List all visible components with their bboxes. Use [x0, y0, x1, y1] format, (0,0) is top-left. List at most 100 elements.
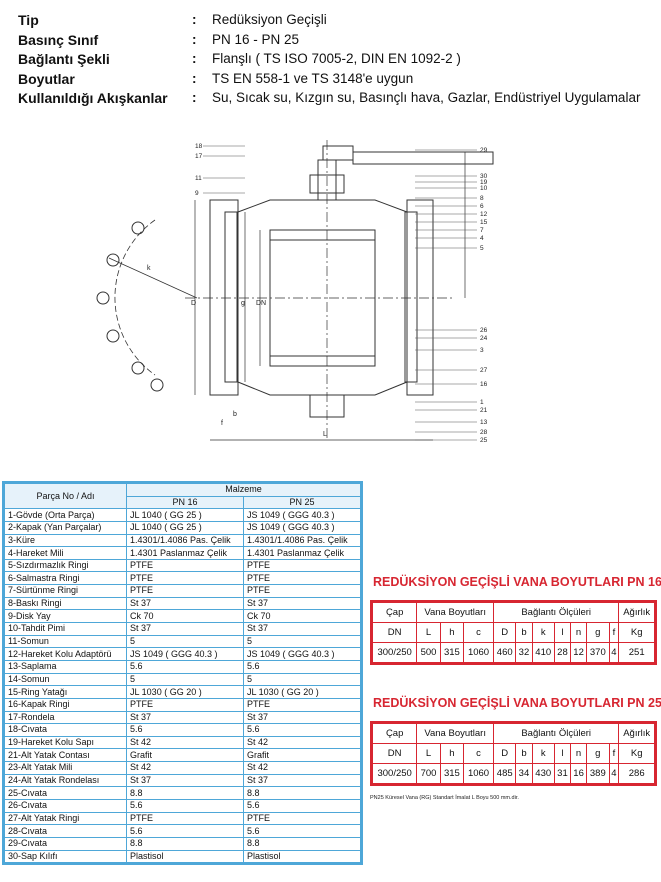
dimension-label: L: [323, 431, 327, 438]
material-pn16: PTFE: [126, 584, 244, 598]
dim-table-title-pn16: REDÜKSİYON GEÇİŞLİ VANA BOYUTLARI PN 16: [373, 575, 661, 589]
dim-value: 34: [515, 763, 533, 784]
material-pn16: JL 1040 ( GG 25 ): [126, 520, 244, 535]
part-name: 6-Salmastra Ringi: [4, 571, 127, 586]
material-pn25: St 37: [243, 773, 361, 788]
col-header: n: [570, 743, 588, 764]
part-name: 13-Saplama: [4, 659, 127, 674]
material-pn16: 5: [126, 672, 244, 687]
dim-value: 430: [531, 763, 555, 784]
part-name: 2-Kapak (Yan Parçalar): [4, 520, 127, 535]
part-name: 28-Cıvata: [4, 824, 127, 838]
material-pn16: St 37: [126, 710, 244, 725]
col-group-vana: Vana Boyutları: [416, 723, 495, 744]
part-name: 17-Rondela: [4, 710, 127, 725]
part-name: 4-Hareket Mili: [4, 546, 127, 560]
part-name: 29-Cıvata: [4, 836, 127, 851]
material-pn25: Grafit: [243, 748, 361, 763]
materials-table: Parça No / Adı Malzeme PN 16 PN 25 1-Göv…: [2, 481, 363, 866]
dim-value: 4: [608, 763, 620, 784]
col-header: n: [570, 622, 588, 643]
dimension-label: f: [221, 420, 223, 427]
col-header: l: [553, 622, 572, 643]
dim-value: 500: [416, 642, 441, 663]
spec-row: Bağlantı Şekli:Flanşlı ( TS ISO 7005-2, …: [18, 51, 648, 71]
dim-value: 286: [618, 763, 655, 784]
material-pn16: JS 1049 ( GGG 40.3 ): [126, 647, 244, 661]
part-name: 5-Sızdırmazlık Ringi: [4, 558, 127, 573]
material-pn16: PTFE: [126, 571, 244, 586]
valve-cross-section-drawing: 1817119293019108612157452624327161211328…: [96, 140, 494, 444]
spec-label: Boyutlar: [18, 70, 75, 87]
material-pn16: PTFE: [126, 558, 244, 573]
spec-colon: :: [192, 70, 197, 86]
col-header: g: [586, 743, 610, 764]
dim-value: 16: [570, 763, 588, 784]
col-header: c: [463, 743, 495, 764]
part-name: 19-Hareket Kolu Sapı: [4, 735, 127, 750]
spec-label: Kullanıldığı Akışkanlar: [18, 90, 168, 106]
callout-label: 27: [480, 367, 488, 374]
material-pn16: St 42: [126, 735, 244, 750]
material-pn16: 5.6: [126, 824, 244, 838]
dimension-label: b: [233, 411, 237, 418]
material-pn16: 1.4301/1.4086 Pas. Çelik: [126, 533, 244, 548]
material-pn25: 8.8: [243, 786, 361, 801]
col-header: b: [515, 622, 533, 643]
col-header: Kg: [618, 622, 655, 643]
material-pn25: Ck 70: [243, 609, 361, 624]
col-header: f: [608, 622, 620, 643]
dim-value: 32: [515, 642, 533, 663]
material-pn16: St 42: [126, 761, 244, 775]
dim-value: 12: [570, 642, 588, 663]
part-name: 8-Baskı Ringi: [4, 596, 127, 611]
col-header: D: [493, 743, 517, 764]
material-pn25: 1.4301/1.4086 Pas. Çelik: [243, 533, 361, 548]
spec-value: PN 16 - PN 25: [212, 31, 300, 47]
callout-label: 12: [480, 211, 488, 218]
pn16-header: PN 16: [126, 495, 244, 510]
spec-row: Tip:Redüksiyon Geçişli: [18, 12, 648, 32]
material-pn25: 5.6: [243, 824, 361, 838]
col-group-agirlik: Ağırlık: [618, 602, 655, 623]
dim-value: 4: [608, 642, 620, 663]
part-name: 21-Alt Yatak Contası: [4, 748, 127, 763]
callout-label: 8: [480, 195, 484, 202]
callout-label: 18: [195, 143, 203, 150]
pn25-header: PN 25: [243, 495, 361, 510]
spec-value: Flanşlı ( TS ISO 7005-2, DIN EN 1092-2 ): [212, 51, 461, 66]
material-pn16: St 37: [126, 773, 244, 788]
material-pn16: 5.6: [126, 659, 244, 674]
col-header: Kg: [618, 743, 655, 764]
part-name: 9-Disk Yay: [4, 609, 127, 624]
dim-value: 300/250: [371, 763, 418, 784]
dim-value: 410: [531, 642, 555, 663]
col-group-vana: Vana Boyutları: [416, 602, 495, 623]
callout-label: 17: [195, 153, 203, 160]
material-header: Malzeme: [126, 483, 361, 497]
col-group-agirlik: Ağırlık: [618, 723, 655, 744]
material-pn25: 5: [243, 634, 361, 649]
material-pn16: St 37: [126, 596, 244, 611]
part-name: 30-Sap Kılıfı: [4, 849, 127, 864]
material-pn16: JL 1030 ( GG 20 ): [126, 685, 244, 699]
callout-label: 25: [480, 437, 488, 444]
dim-value: 31: [553, 763, 572, 784]
material-pn25: PTFE: [243, 558, 361, 573]
part-name: 10-Tahdit Pimi: [4, 622, 127, 636]
footnote: PN25 Küresel Vana (RG) Standart İmalat L…: [370, 795, 519, 801]
dim-value: 300/250: [371, 642, 418, 663]
material-pn25: St 42: [243, 735, 361, 750]
part-name: 25-Cıvata: [4, 786, 127, 801]
